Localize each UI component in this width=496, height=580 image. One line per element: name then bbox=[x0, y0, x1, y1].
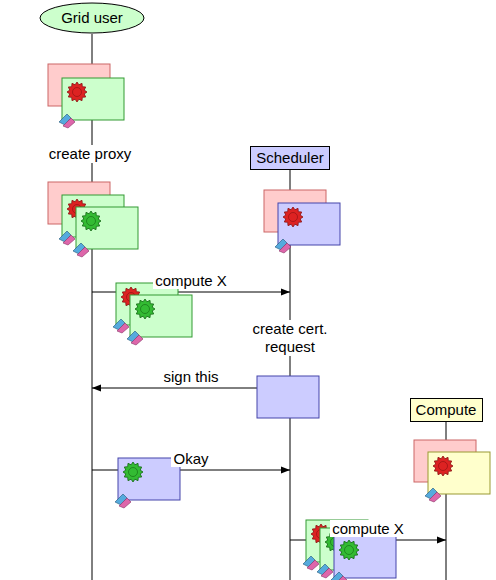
wax-seal bbox=[345, 546, 354, 555]
wax-seal bbox=[81, 211, 101, 231]
seal-ribbon bbox=[119, 498, 131, 508]
certificate-sheet bbox=[428, 452, 490, 494]
actor-ellipse: Grid user bbox=[39, 2, 145, 34]
step-note: create proxy bbox=[47, 145, 134, 163]
certificate-sheet bbox=[334, 536, 396, 578]
seal-ribbon bbox=[429, 492, 441, 502]
seal-ribbon bbox=[63, 118, 75, 128]
step-note: create cert. request bbox=[240, 320, 340, 356]
certificate-sheet bbox=[278, 203, 340, 245]
lifeline-box: Compute bbox=[410, 398, 483, 422]
wax-seal bbox=[283, 207, 303, 227]
certificate-icon bbox=[275, 203, 340, 253]
certificate-icon bbox=[59, 78, 124, 128]
node-title: Grid user bbox=[61, 9, 123, 27]
wax-seal bbox=[123, 462, 143, 482]
wax-seal bbox=[289, 213, 298, 222]
node-title: Scheduler bbox=[256, 149, 324, 167]
wax-seal bbox=[135, 299, 155, 319]
seal-ribbon bbox=[131, 335, 143, 345]
wax-seal bbox=[129, 468, 138, 477]
wax-seal bbox=[439, 462, 448, 471]
certificate-sheet bbox=[76, 207, 138, 249]
seal-ribbon bbox=[117, 323, 129, 333]
box-shape bbox=[410, 399, 482, 422]
message-label: Okay bbox=[171, 450, 210, 467]
wax-seal bbox=[141, 305, 150, 314]
certificate-sheet bbox=[62, 78, 124, 120]
certificate-icon bbox=[425, 452, 490, 502]
seal-ribbon bbox=[77, 247, 89, 257]
certificate-icon bbox=[73, 207, 138, 257]
certificate-icon bbox=[127, 295, 192, 345]
certificate-sheet bbox=[130, 295, 192, 337]
certificate-sheet bbox=[257, 376, 319, 418]
certificate-icon bbox=[115, 458, 180, 508]
wax-seal bbox=[73, 88, 82, 97]
wax-seal bbox=[433, 456, 453, 476]
wax-seal bbox=[67, 82, 87, 102]
box-shape bbox=[251, 147, 330, 170]
seal-ribbon bbox=[63, 235, 75, 245]
message-label: compute X bbox=[153, 272, 229, 289]
message-label: compute X bbox=[330, 520, 406, 537]
node-title: Compute bbox=[416, 401, 477, 419]
wax-seal bbox=[87, 217, 96, 226]
actor-shape bbox=[40, 3, 144, 33]
seal-ribbon bbox=[335, 576, 347, 580]
message-label: sign this bbox=[161, 368, 220, 385]
seal-ribbon bbox=[307, 560, 319, 570]
wax-seal bbox=[339, 540, 359, 560]
seal-ribbon bbox=[279, 243, 291, 253]
certificate-icon bbox=[257, 376, 319, 418]
certificate-icon bbox=[331, 536, 396, 580]
seal-ribbon bbox=[321, 568, 333, 578]
lifeline-box: Scheduler bbox=[250, 146, 330, 170]
